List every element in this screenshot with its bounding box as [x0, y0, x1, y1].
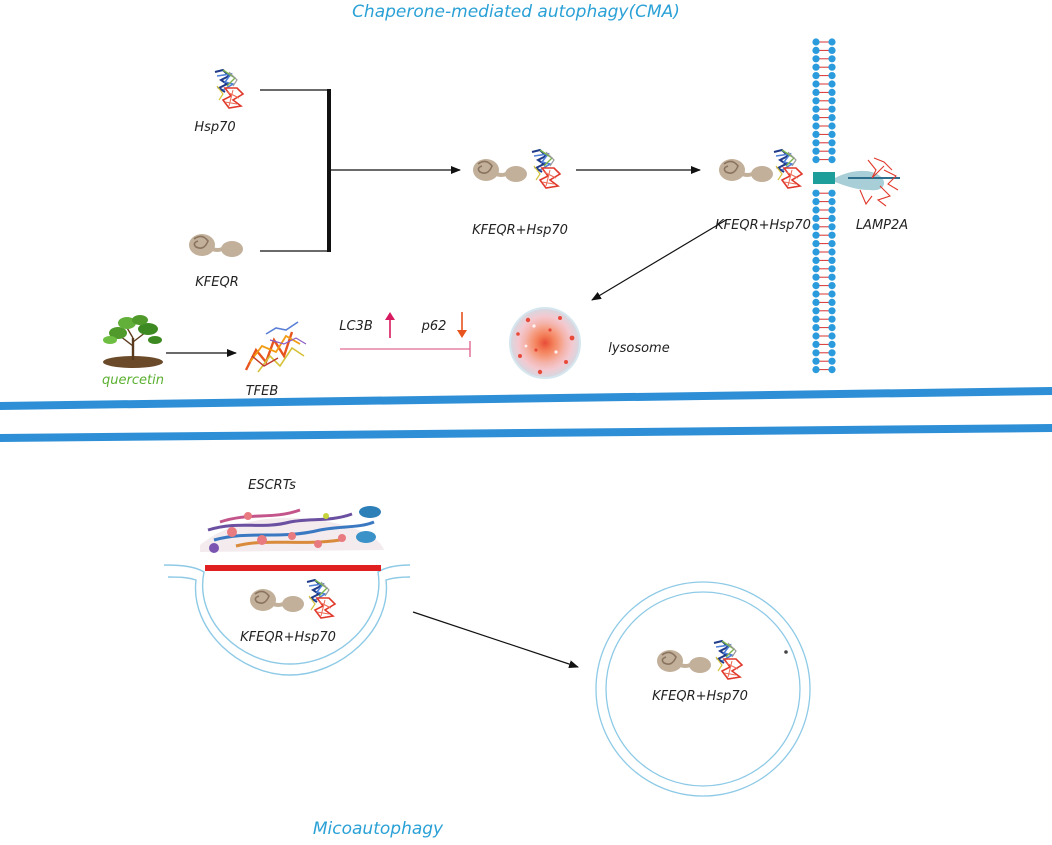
- combination-bracket: [260, 89, 461, 252]
- up-arrow-icon: [385, 312, 395, 338]
- inhibition-line: [340, 341, 471, 357]
- complex-4-label: KFEQR+Hsp70: [652, 689, 748, 704]
- escrts-icon: [200, 506, 384, 553]
- lamp2a-label: LAMP2A: [856, 218, 908, 233]
- section-divider: [0, 387, 1052, 442]
- title-cma: Chaperone-mediated autophagy(CMA): [352, 2, 680, 22]
- lysosome-icon: [509, 307, 581, 379]
- complex-1-label: KFEQR+Hsp70: [472, 223, 568, 238]
- lysosomal-membrane: [812, 38, 836, 374]
- complex-2-label: KFEQR+Hsp70: [715, 218, 811, 233]
- intraluminal-vesicle: [595, 581, 811, 797]
- p62-label: p62: [421, 319, 447, 334]
- hsp70-label: Hsp70: [194, 120, 235, 135]
- kfeqr-icon: [187, 232, 245, 259]
- lysosome-label: lysosome: [608, 341, 669, 356]
- down-arrow-icon: [457, 312, 467, 338]
- complex-3-icon: [248, 579, 336, 619]
- title-microautophagy: Micoautophagy: [313, 819, 444, 839]
- complex-3-label: KFEQR+Hsp70: [240, 630, 336, 645]
- hsp70-icon: [214, 69, 244, 109]
- lc3b-label: LC3B: [339, 319, 373, 334]
- kfeqr-label: KFEQR: [195, 275, 238, 290]
- invaginating-membrane: [163, 564, 411, 676]
- complex-2-icon: [717, 149, 803, 189]
- tfeb-icon: [244, 321, 307, 373]
- quercetin-label: quercetin: [102, 373, 164, 388]
- lamp2a-icon: [813, 157, 900, 207]
- escrts-label: ESCRTs: [248, 478, 296, 493]
- arrow-to-vesicle: [412, 611, 579, 668]
- quercetin-plant-icon: [103, 315, 163, 368]
- complex-1-icon: [471, 149, 561, 189]
- arrow-to-lysosome: [591, 219, 727, 301]
- complex-4-icon: [655, 640, 743, 680]
- vesicle-dot: [784, 650, 788, 654]
- tfeb-label: TFEB: [246, 384, 279, 399]
